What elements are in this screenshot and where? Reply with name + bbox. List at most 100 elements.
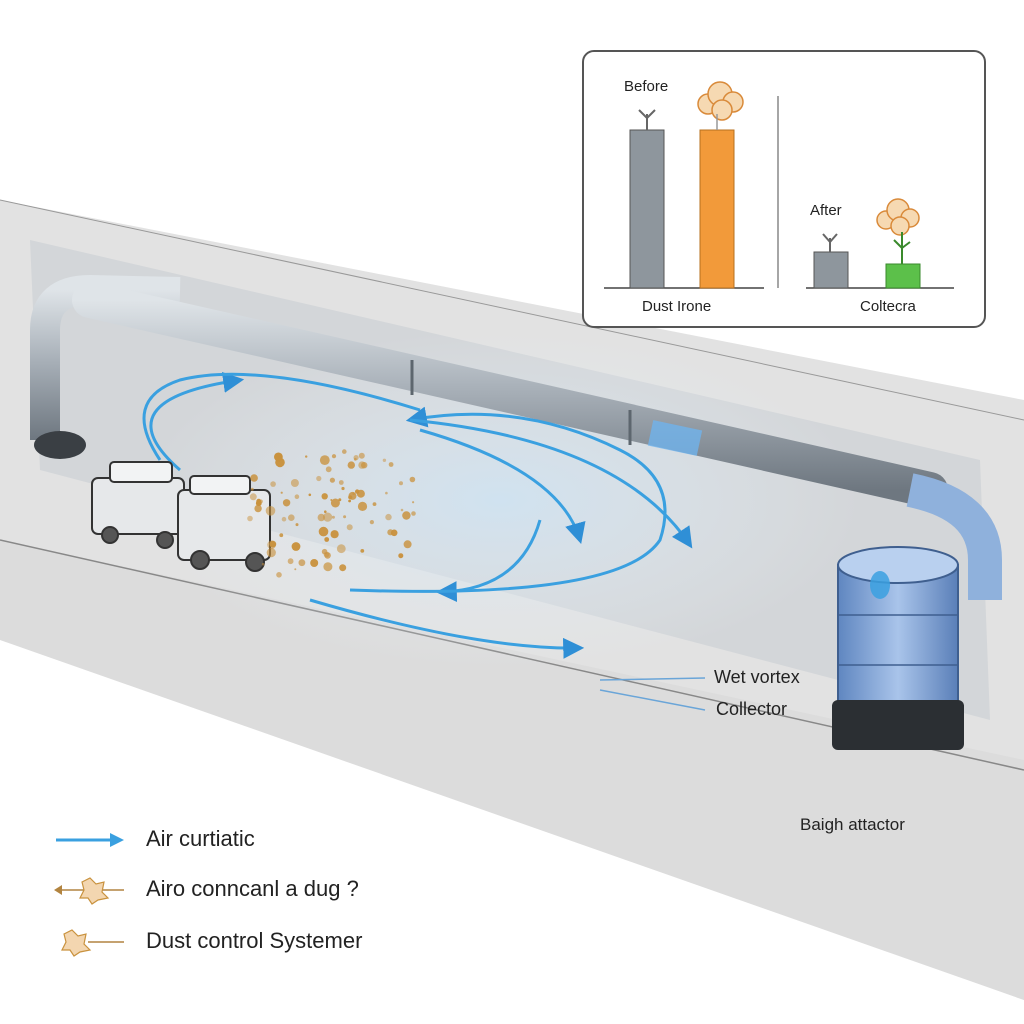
dust-particle [409,476,416,483]
dust-particle [323,562,333,572]
dust-particle [339,564,347,572]
dust-particle [321,493,328,500]
dust-particle [317,513,325,522]
dust-particle [341,486,345,491]
dust-particle-icon [61,929,124,957]
dust-particle [336,544,346,554]
dust-particle [282,499,291,507]
dust-particle [331,515,335,519]
dust-particle [372,502,377,506]
legend-item-dust-arrow: Airo conncanl a dug ? [52,872,432,908]
dust-particle [338,480,344,485]
dust-particle [352,492,356,496]
dust-particle [412,501,415,504]
dust-particle [355,489,360,494]
dust-particle [398,553,404,559]
dust-particle [269,540,277,548]
dust-particle [331,454,337,459]
dust-particle [369,520,374,525]
dust-particle [402,511,411,520]
right-pipe-elbow [906,473,1002,600]
dust-particle [288,514,295,521]
sprout-icon [638,109,656,130]
dust-particle [325,466,332,473]
dust-particle [360,549,365,553]
dust-particle [390,529,398,537]
dust-particle [358,461,366,469]
before-gray-bar [629,129,665,289]
dust-cloud-arrow-icon [54,877,124,905]
dust-particle [254,504,262,513]
dust-particle [266,548,276,558]
dust-particle [287,558,294,565]
dust-particle [319,455,330,465]
after-sprout-icon [822,233,838,252]
dust-particle [276,572,282,578]
dust-particle [388,462,394,467]
after-gray-bar [813,251,849,289]
inset-svg [604,81,954,289]
dust-particle [324,510,327,513]
dust-particle [280,491,283,494]
before-orange-bar [699,129,735,289]
dust-particle [342,449,347,454]
dust-particle [348,491,357,500]
tunnel-floor-lower [0,540,1024,1000]
dust-particle [347,461,355,469]
dust-particle [256,498,262,504]
duct-glow-joint [647,420,703,456]
dust-particle [247,515,253,522]
legend-item-dust-control: Dust control Systemer [52,924,432,960]
dust-particle [295,523,299,527]
dust-particle [279,533,284,538]
before-after-inset: Before After Dust Irone Coltecra [582,50,986,328]
dust-particle [343,515,347,519]
baigh-attactor-label: Baigh attactor [800,815,905,834]
dust-particle [357,501,368,511]
left-pipe-base [34,431,86,459]
dust-cloud [247,449,416,578]
dust-particle [298,559,306,567]
dust-particle [318,526,329,537]
dust-particle [358,452,365,459]
dust-particle [348,499,351,503]
dust-cloud-icon [697,81,744,121]
dust-particle [290,479,299,487]
after-label: After [810,202,842,219]
dust-particle [249,493,257,501]
before-label: Before [624,78,669,95]
legend-label: Dust control Systemer [146,928,363,953]
dust-particle [316,475,322,482]
wet-vortex-collector [832,546,964,750]
legend-label: Air curtiatic [146,826,255,851]
dust-particle [399,481,403,486]
airflow-arrows [142,371,693,659]
dust-particle [310,559,319,567]
dust-particle [330,530,339,539]
left-axis-label: Dust Irone [642,298,712,315]
main-duct [72,282,948,508]
after-green-bar [885,263,921,289]
dust-particle [274,452,283,462]
dust-particle [329,477,335,483]
legend-item-air-curtain: Air curtiatic [52,822,432,858]
dust-particle [382,458,387,462]
dust-particle [291,542,301,551]
dust-particle [308,493,312,497]
dust-particle [346,524,353,531]
dust-particle [385,491,388,495]
dust-particle [294,568,297,571]
after-dust-cloud-icon [876,198,920,236]
dust-particle [281,516,287,522]
legend-label: Airo conncanl a dug ? [146,876,359,901]
dust-particle [403,540,412,549]
dust-particle [294,494,300,500]
dust-particle [250,474,258,482]
dust-particle [261,562,265,566]
mining-machine [91,461,271,572]
dust-particle [324,537,330,542]
dust-particle [353,457,357,461]
collector-label: Collector [716,699,788,719]
dust-particle [323,512,333,522]
